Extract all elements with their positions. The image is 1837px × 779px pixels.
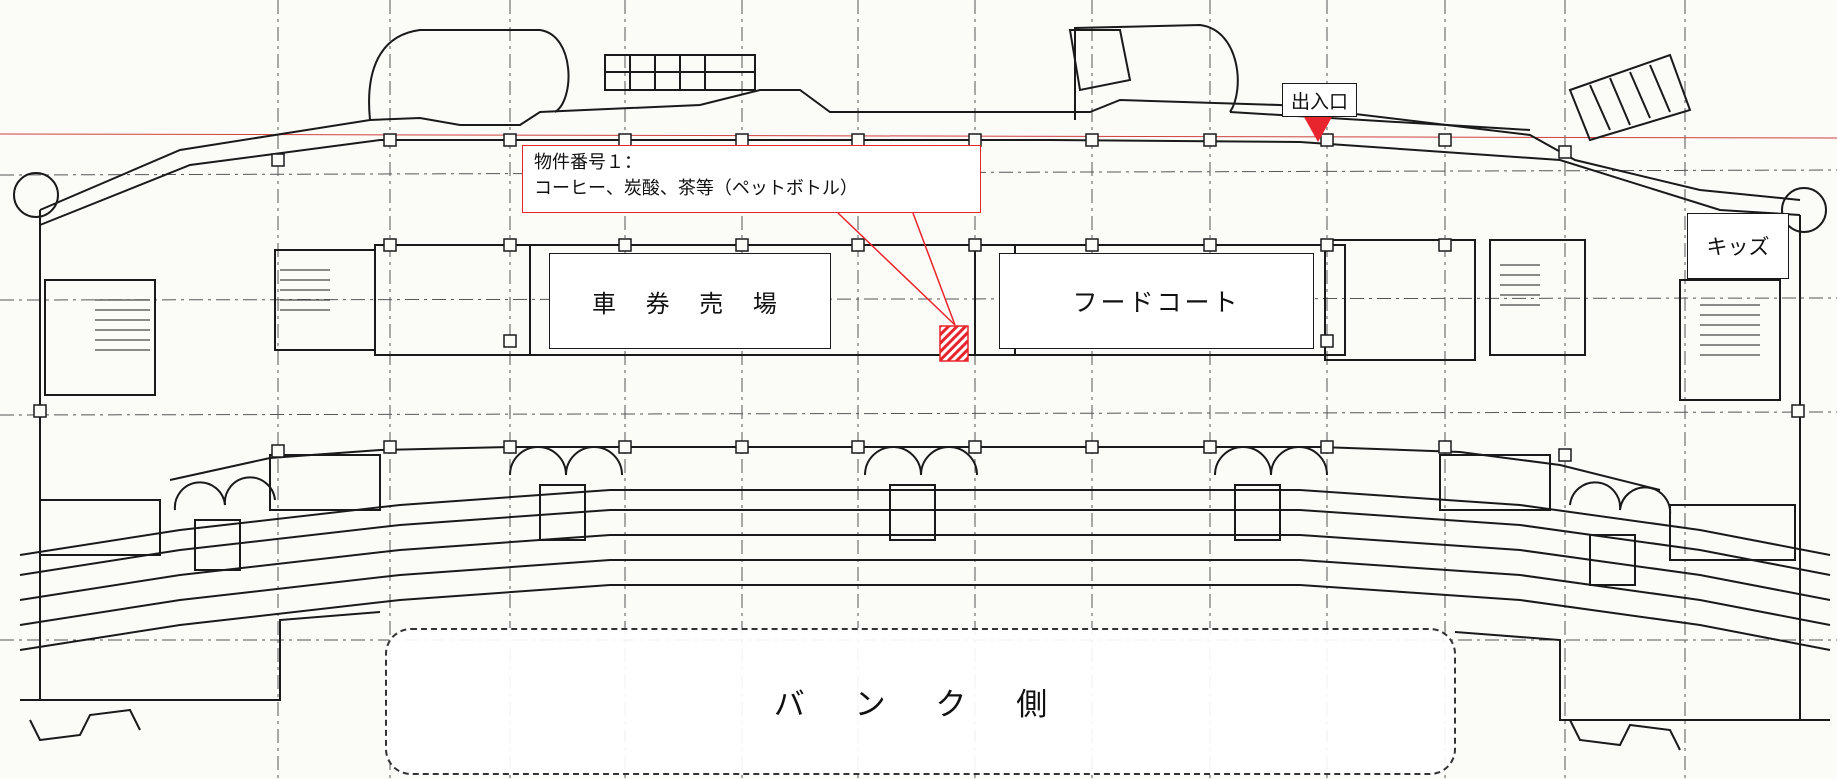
entrance-arrow-icon: [1304, 117, 1332, 142]
callout-leader-line-2: [912, 212, 956, 326]
bank-side-area-label: バ ン ク 側: [385, 628, 1456, 775]
callout-title: 物件番号１：: [534, 152, 642, 173]
entrance-label: 出入口: [1282, 83, 1357, 117]
ticket-sales-area-label: 車 券 売 場: [549, 253, 831, 349]
property-callout: 物件番号１： コーヒー、炭酸、茶等（ペットボトル）: [522, 145, 981, 213]
building-outline: [13, 23, 1831, 751]
red-reference-line: [0, 133, 1837, 139]
stair-symbols: [95, 264, 1760, 356]
kids-area-label: キッズ: [1687, 213, 1789, 279]
column-markers: [33, 133, 1805, 462]
callout-leader-line: [837, 212, 956, 326]
food-court-area-label: フードコート: [999, 253, 1314, 349]
vending-machine-marker: [939, 325, 969, 362]
callout-description: コーヒー、炭酸、茶等（ペットボトル）: [534, 178, 858, 199]
